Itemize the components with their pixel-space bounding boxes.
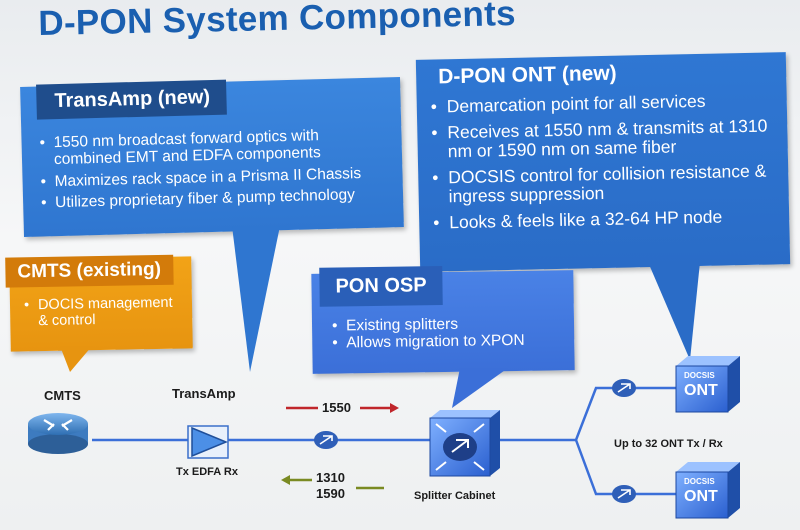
ont-top-small-label: DOCSIS bbox=[684, 371, 715, 380]
fiber-line-top bbox=[496, 386, 740, 442]
coupler-icon bbox=[314, 431, 338, 449]
ont-count-label: Up to 32 ONT Tx / Rx bbox=[614, 438, 723, 450]
return-wavelength-1590: 1590 bbox=[316, 486, 345, 501]
cmts-label: CMTS bbox=[44, 388, 81, 403]
ont-device-icon bbox=[675, 462, 740, 519]
ont-top-big-label: ONT bbox=[684, 382, 718, 399]
forward-wavelength: 1550 bbox=[322, 400, 351, 415]
router-icon bbox=[28, 413, 88, 454]
osp-callout-tail bbox=[452, 368, 508, 408]
return-wavelength-1310: 1310 bbox=[316, 470, 345, 485]
cmts-callout-tail bbox=[60, 346, 92, 372]
transamp-callout-tail bbox=[232, 226, 280, 372]
edfa-label: Tx EDFA Rx bbox=[176, 466, 238, 478]
transamp-label: TransAmp bbox=[172, 386, 236, 401]
coupler-icon bbox=[612, 485, 636, 503]
forward-arrow-right bbox=[360, 403, 399, 413]
coupler-icon bbox=[612, 379, 636, 397]
ont-bottom-big-label: ONT bbox=[684, 488, 718, 505]
return-arrow-left bbox=[281, 475, 312, 485]
amplifier-icon bbox=[187, 425, 229, 459]
ont-callout-tail bbox=[648, 262, 700, 360]
splitter-cabinet-label: Splitter Cabinet bbox=[414, 490, 496, 502]
splitter-cabinet-icon bbox=[429, 410, 500, 477]
ont-device-icon bbox=[675, 356, 740, 413]
ont-bottom-small-label: DOCSIS bbox=[684, 477, 715, 486]
